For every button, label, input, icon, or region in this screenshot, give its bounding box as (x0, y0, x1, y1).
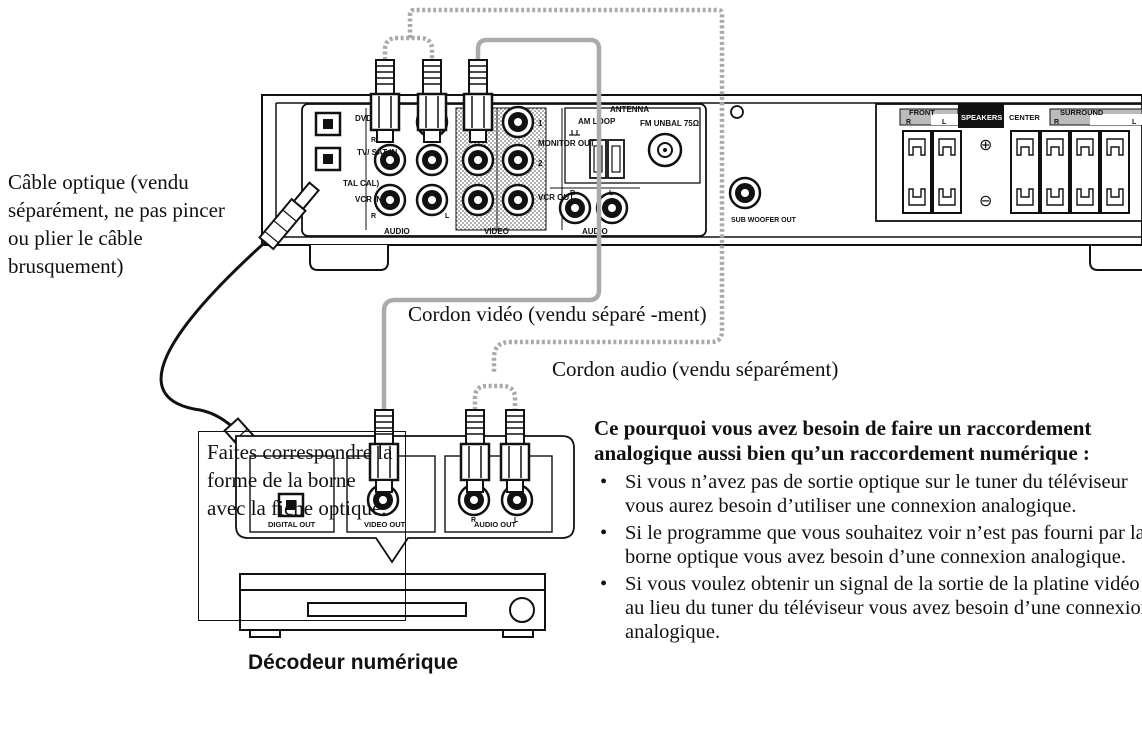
monitor-out-label: MONITOR OUT (538, 139, 595, 148)
antenna-label: ANTENNA (610, 105, 649, 114)
center-label: CENTER (1009, 113, 1040, 122)
audio-plug-r (369, 58, 401, 144)
why-heading: Ce pourquoi vous avez besoin de faire un… (594, 416, 1092, 465)
video-out-label: VIDEO OUT (364, 520, 406, 529)
digital-out-label: DIGITAL OUT (268, 520, 316, 529)
why-bullet: Si vous voulez obtenir un signal de la s… (594, 572, 1142, 644)
audio-cord-label: Cordon audio (vendu séparément) (552, 357, 839, 381)
audio-out-section-label: AUDIO (582, 227, 608, 236)
optical-label: TAL CAL) (343, 179, 379, 188)
vcr-in-l-label: L (445, 213, 450, 220)
audio-cord (382, 7, 725, 410)
fm-unbal-label: FM UNBAL 75Ω (640, 119, 700, 128)
video-cord (381, 37, 602, 410)
vcr-in-r-label: R (371, 213, 376, 220)
surround-l-label: L (1132, 119, 1137, 126)
audio-plug-l (416, 58, 448, 144)
decoder-r-label: R (471, 517, 476, 524)
surround-r-label: R (1054, 119, 1059, 126)
connector-note-text: Faites correspondre la forme de la borne… (207, 440, 393, 520)
vcr-out-label: VCR OUT (538, 193, 574, 202)
why-bullet: Si vous n’avez pas de sortie optique sur… (594, 470, 1142, 518)
audio-plug-decoder-r (459, 408, 491, 494)
monitor-out-1-label: 1 (538, 119, 543, 128)
decoder-l-label: L (514, 517, 519, 524)
minus-icon: ⊖ (979, 191, 992, 210)
decoder-device-icon (239, 573, 546, 638)
connector-note-box: Faites correspondre la forme de la borne… (198, 431, 406, 621)
surround-label: SURROUND (1060, 108, 1104, 117)
plus-icon: ⊕ (979, 135, 992, 154)
video-cord-label: Cordon vidéo (vendu séparé -ment) (408, 302, 707, 326)
audio-plug-decoder-l (499, 408, 531, 494)
video-plug-receiver (462, 58, 494, 144)
subwoofer-out-label: SUB WOOFER OUT (731, 217, 797, 224)
device-name: Décodeur numérique (248, 651, 459, 674)
front-label: FRONT (909, 108, 935, 117)
dvd-in-label: DVD IN (355, 114, 382, 123)
vcr-in-label: VCR IN (355, 195, 382, 204)
speakers-panel: FRONT R L SPEAKERS CENTER SURROUND R L ⊕… (875, 103, 1142, 222)
vcr-out-r-label: R (570, 190, 575, 197)
audio-out-label: AUDIO OUT (474, 520, 517, 529)
why-section: Ce pourquoi vous avez besoin de faire un… (594, 416, 1142, 647)
why-bullet: Si le programme que vous souhaitez voir … (594, 521, 1142, 569)
vcr-out-l-label: L (609, 190, 614, 197)
decoder-connection-panel: DIGITAL OUT VIDEO OUT AUDIO OUT R L (235, 435, 575, 564)
video-section-label: VIDEO (484, 227, 509, 236)
speakers-label: SPEAKERS (961, 113, 1002, 122)
front-l-label: L (942, 119, 947, 126)
why-bullet-list: Si vous n’avez pas de sortie optique sur… (594, 470, 1142, 644)
optical-cable-label: Câble optique (vendu séparément, ne pas … (8, 170, 225, 278)
tv-sat-in-label: TV/ SAT IN (357, 148, 398, 157)
audio-in-section-label: AUDIO (384, 227, 410, 236)
monitor-out-2-label: 2 (538, 159, 543, 168)
front-r-label: R (906, 119, 911, 126)
audio-r-label: R (371, 137, 376, 144)
